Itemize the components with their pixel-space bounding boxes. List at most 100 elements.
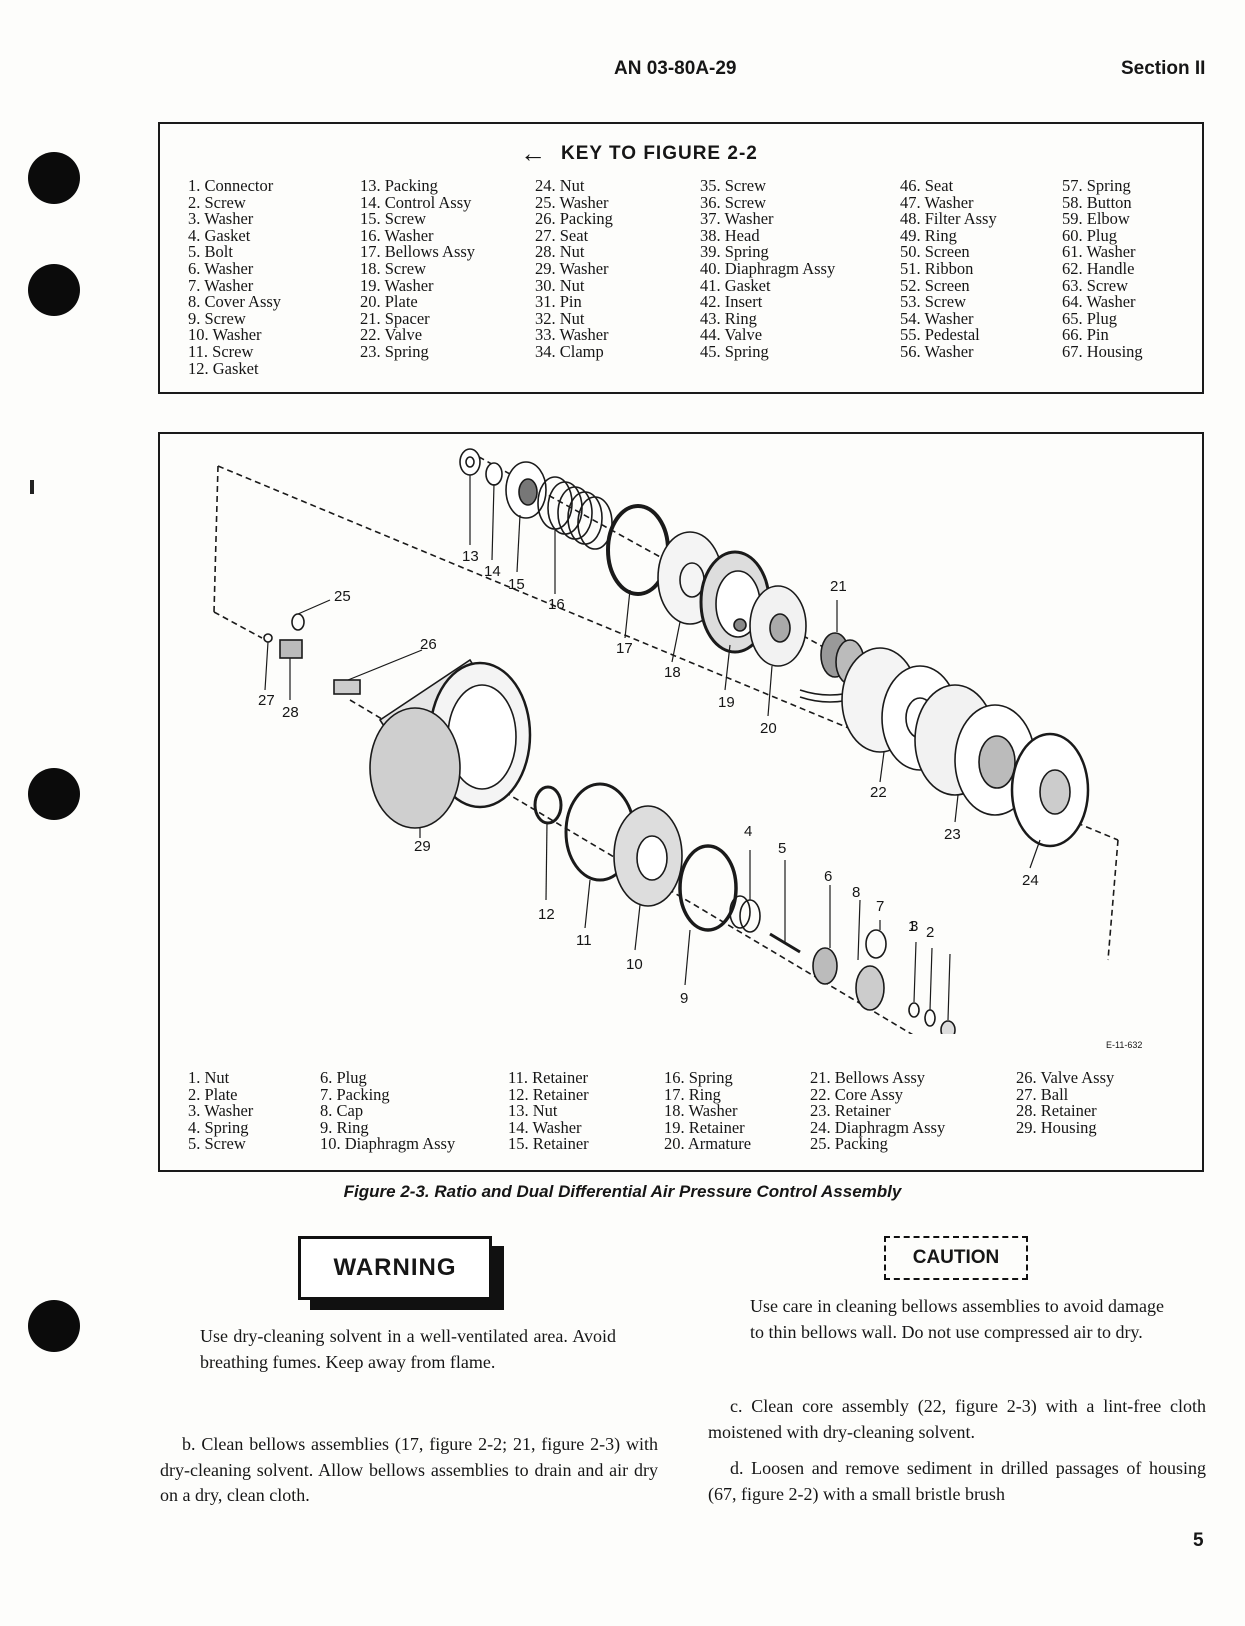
callout-5: 5 — [778, 840, 787, 857]
arrow-left-icon: ← — [520, 138, 547, 168]
list-item: 8. Cap — [320, 1101, 364, 1121]
list-item: 25. Washer — [535, 192, 609, 212]
callout-2: 2 — [926, 924, 935, 941]
warning-label: WARNING — [298, 1236, 492, 1300]
list-item: 10. Washer — [188, 325, 262, 345]
list-item: 11. Screw — [188, 341, 254, 361]
list-item: 17. Bellows Assy — [360, 242, 476, 262]
list-item: 46. Seat — [900, 176, 954, 195]
list-item: 23. Retainer — [810, 1101, 891, 1121]
list-item: 15. Retainer — [508, 1134, 589, 1154]
callout-21: 21 — [830, 578, 847, 595]
list-item: 23. Spring — [360, 341, 429, 361]
callout-1: 1 — [908, 918, 917, 935]
callout-15: 15 — [508, 576, 525, 593]
list-item: 26. Packing — [535, 209, 613, 229]
list-item: 52. Screen — [900, 275, 970, 295]
list-item: 13. Nut — [508, 1101, 558, 1121]
list-item: 12. Retainer — [508, 1084, 589, 1104]
list-item: 43. Ring — [700, 308, 757, 328]
callout-24: 24 — [1022, 872, 1039, 889]
key-title: ←KEY TO FIGURE 2-2 — [520, 138, 758, 169]
list-item: 32. Nut — [535, 308, 585, 328]
list-item: 38. Head — [700, 225, 760, 245]
list-item: 1. Nut — [188, 1068, 230, 1087]
callout-25: 25 — [334, 588, 351, 605]
list-item: 3. Washer — [188, 1101, 254, 1121]
list-item: 33. Washer — [535, 325, 609, 345]
callout-23: 23 — [944, 826, 961, 843]
exploded-view-illustration — [213, 448, 1119, 1034]
paragraph-d: d. Loosen and remove sediment in drilled… — [708, 1458, 1206, 1504]
figure-box — [158, 432, 1204, 1172]
list-item: 48. Filter Assy — [900, 209, 997, 229]
list-item: 61. Washer — [1062, 242, 1136, 262]
callout-26: 26 — [420, 636, 437, 653]
list-item: 65. Plug — [1062, 308, 1118, 328]
list-item: 47. Washer — [900, 192, 974, 212]
callout-19: 19 — [718, 694, 735, 711]
list-item: 20. Plate — [360, 292, 418, 312]
list-item: 6. Washer — [188, 258, 254, 278]
binder-hole — [28, 1300, 80, 1352]
list-item: 58. Button — [1062, 192, 1132, 212]
caution-label: CAUTION — [884, 1236, 1028, 1280]
list-item: 26. Valve Assy — [1016, 1068, 1115, 1087]
list-item: 27. Seat — [535, 225, 589, 245]
document-number: AN 03-80A-29 — [614, 58, 737, 79]
list-item: 9. Ring — [320, 1117, 369, 1137]
list-item: 10. Diaphragm Assy — [320, 1134, 456, 1154]
list-item: 41. Gasket — [700, 275, 771, 295]
list-item: 42. Insert — [700, 292, 763, 312]
list-item: 21. Bellows Assy — [810, 1068, 926, 1087]
list-item: 2. Plate — [188, 1084, 238, 1104]
list-item: 14. Control Assy — [360, 192, 472, 212]
list-item: 2. Screw — [188, 192, 246, 212]
list-item: 45. Spring — [700, 341, 769, 361]
callout-14: 14 — [484, 563, 501, 580]
list-item: 22. Core Assy — [810, 1084, 904, 1104]
list-item: 49. Ring — [900, 225, 957, 245]
binder-hole — [28, 768, 80, 820]
list-item: 12. Gasket — [188, 358, 259, 378]
list-item: 25. Packing — [810, 1134, 888, 1154]
list-item: 24. Nut — [535, 176, 585, 195]
list-item: 50. Screen — [900, 242, 970, 262]
caution-text: Use care in cleaning bellows assemblies … — [750, 1296, 1164, 1342]
list-item: 66. Pin — [1062, 325, 1109, 345]
list-item: 27. Ball — [1016, 1084, 1069, 1104]
list-item: 19. Retainer — [664, 1117, 745, 1137]
callout-17: 17 — [616, 640, 633, 657]
list-item: 20. Armature — [664, 1134, 752, 1154]
callout-16: 16 — [548, 596, 565, 613]
callout-12: 12 — [538, 906, 555, 923]
callout-9: 9 — [680, 990, 689, 1007]
list-item: 39. Spring — [700, 242, 769, 262]
list-item: 67. Housing — [1062, 341, 1143, 361]
list-item: 3. Washer — [188, 209, 254, 229]
list-item: 53. Screw — [900, 292, 966, 312]
list-item: 17. Ring — [664, 1084, 721, 1104]
list-item: 40. Diaphragm Assy — [700, 258, 836, 278]
callout-3: 3 — [910, 918, 919, 935]
list-item: 4. Gasket — [188, 225, 251, 245]
callout-29: 29 — [414, 838, 431, 855]
list-item: 15. Screw — [360, 209, 426, 229]
paragraph-b: b. Clean bellows assemblies (17, figure … — [160, 1434, 658, 1505]
paragraph-c: c. Clean core assembly (22, figure 2-3) … — [708, 1396, 1206, 1442]
list-item: 14. Washer — [508, 1117, 582, 1137]
callout-22: 22 — [870, 784, 887, 801]
list-item: 59. Elbow — [1062, 209, 1130, 229]
callout-13: 13 — [462, 548, 479, 565]
list-item: 31. Pin — [535, 292, 582, 312]
list-item: 44. Valve — [700, 325, 763, 345]
list-item: 5. Screw — [188, 1134, 246, 1154]
